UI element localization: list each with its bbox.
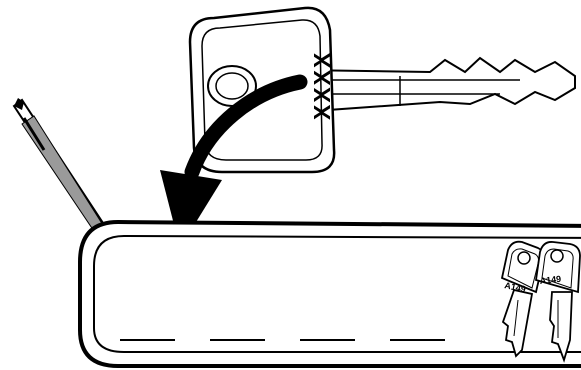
key-code-text: XXXX [309, 51, 335, 120]
large-key-blade [300, 58, 575, 112]
key-tag-card [80, 222, 581, 366]
